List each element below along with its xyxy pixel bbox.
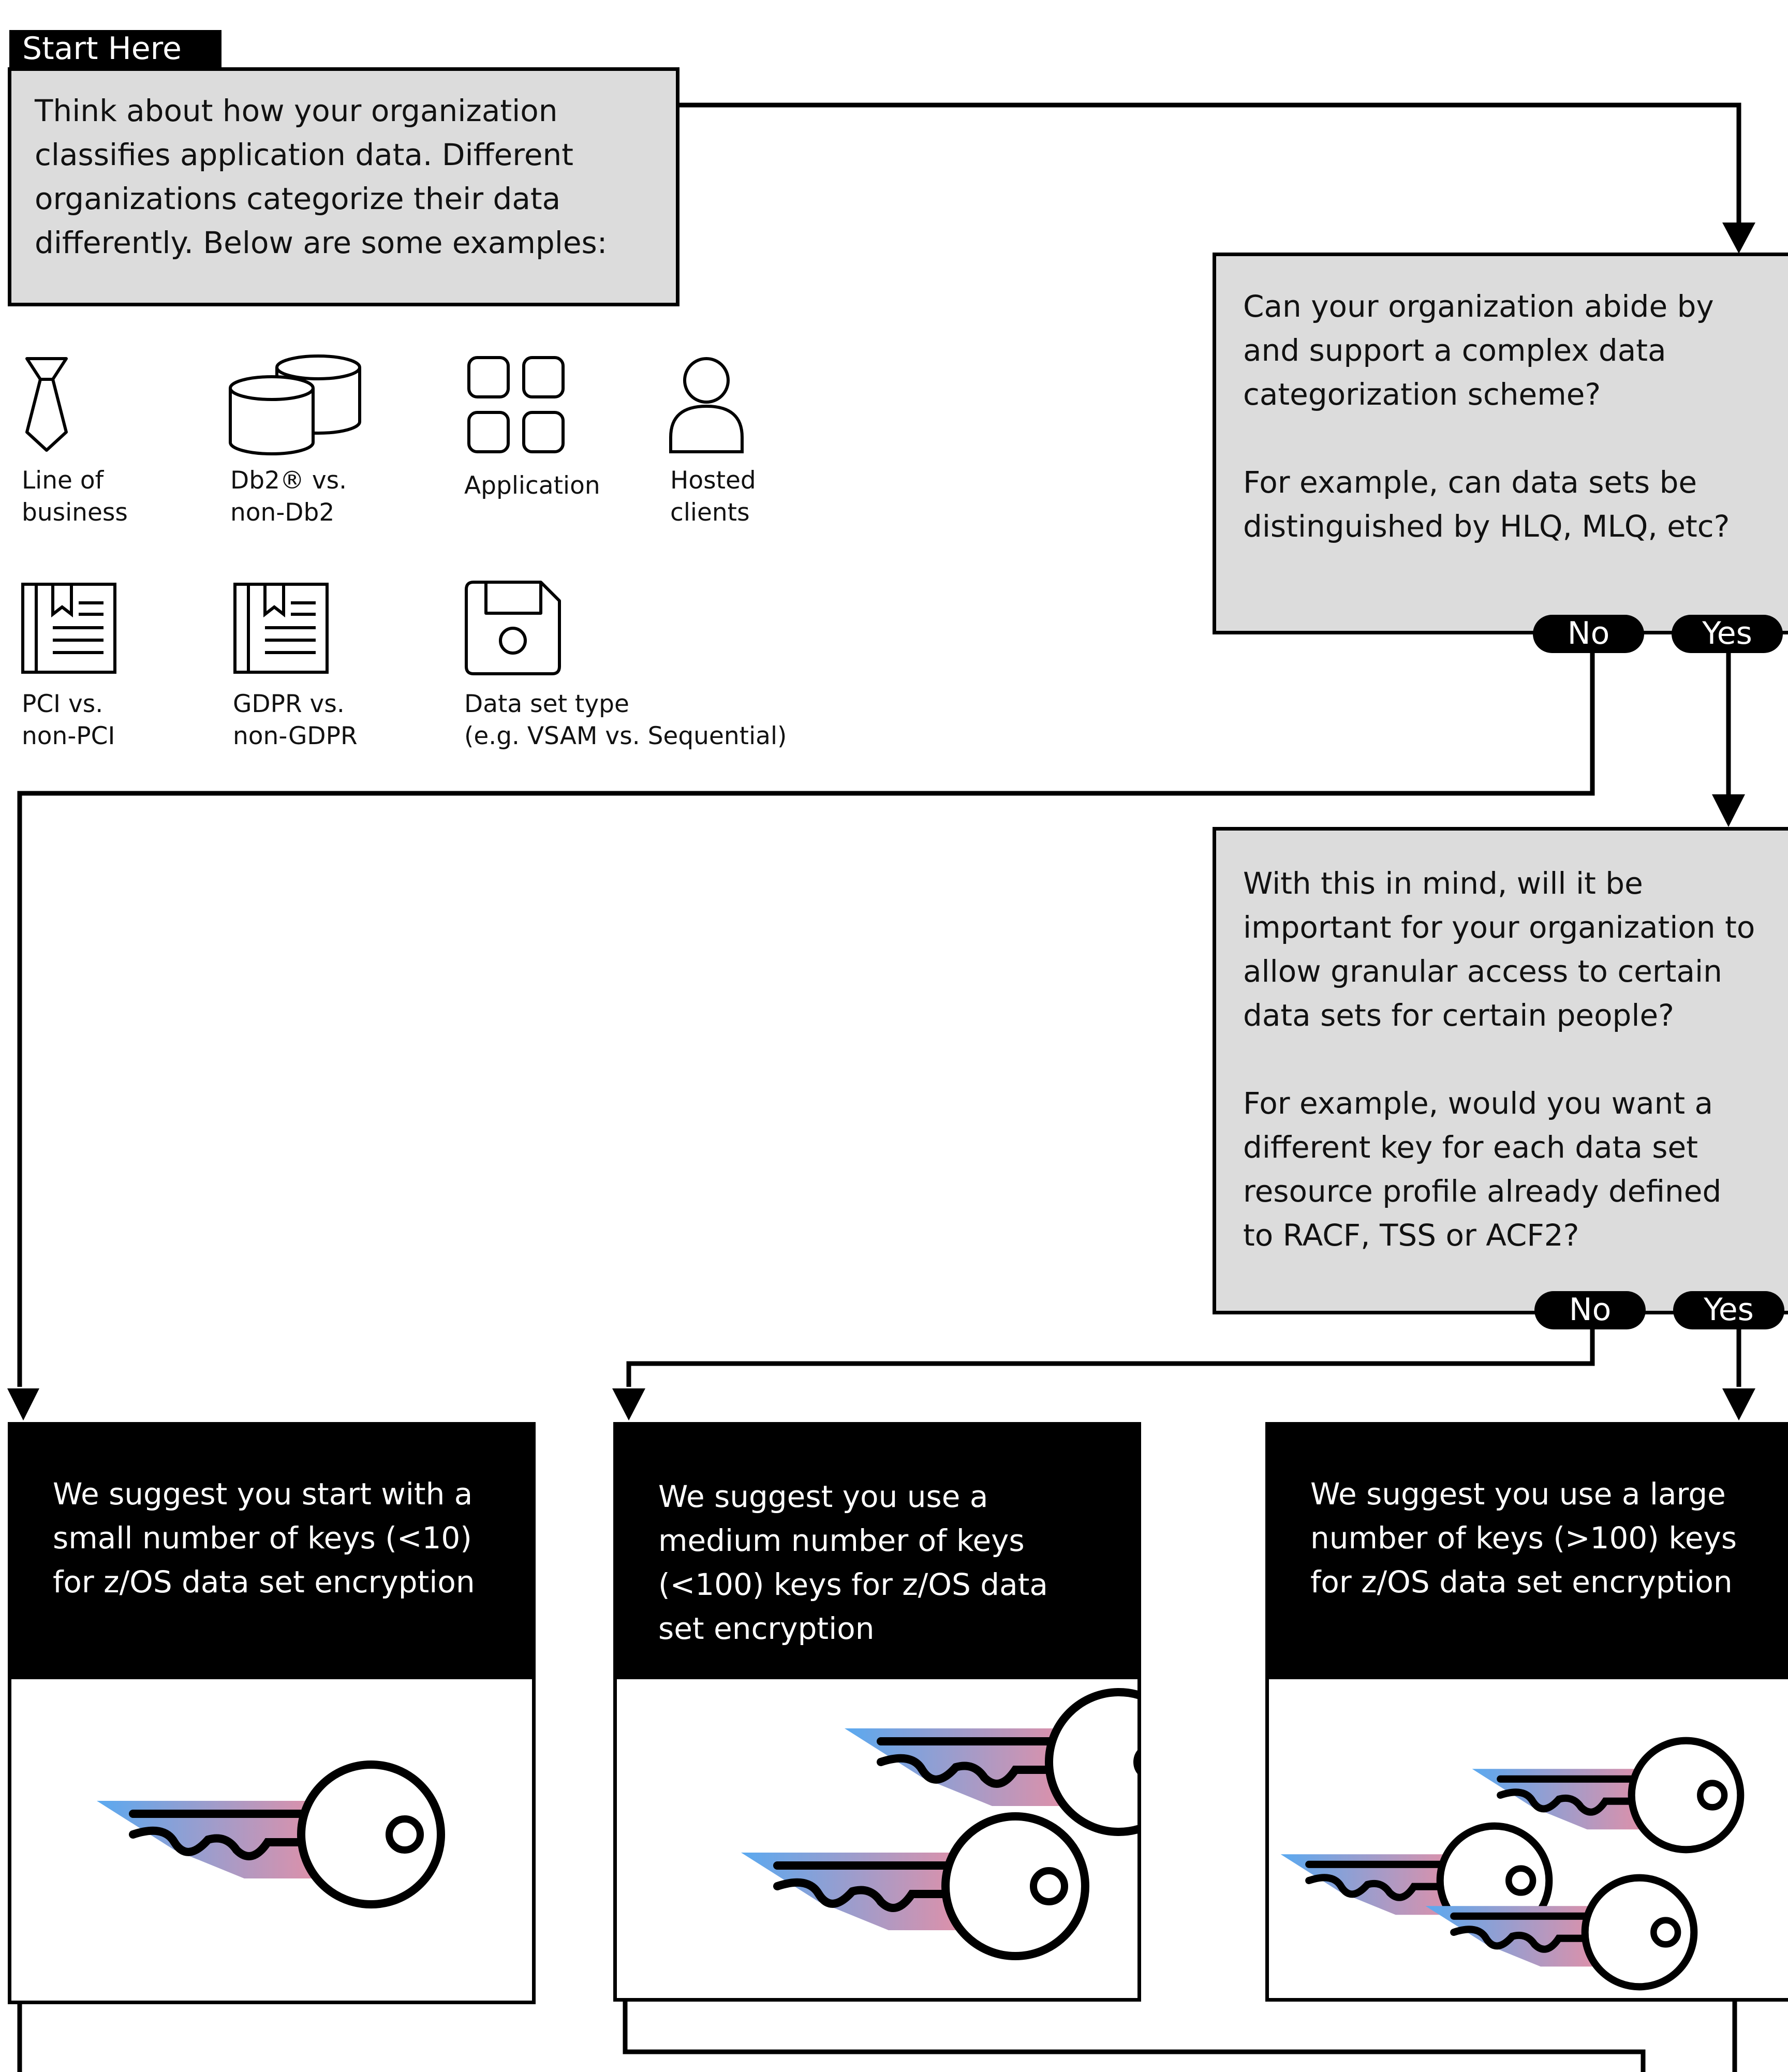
intro-text: Think about how your organization classi… (35, 93, 608, 260)
connector-q2-no (626, 1327, 1595, 1387)
database-icon (229, 354, 361, 455)
person-icon (669, 357, 744, 453)
key-icon (1472, 1737, 1745, 1854)
question-1-example: For example, can data sets be distinguis… (1243, 465, 1730, 544)
question-2-no-option[interactable]: No (1534, 1291, 1646, 1329)
example-label: Line of business (22, 466, 128, 527)
question-2-yes-option[interactable]: Yes (1673, 1291, 1784, 1329)
key-icon (741, 1812, 1089, 1960)
arrowhead-result-3 (1722, 1388, 1755, 1420)
example-label: Db2® vs. non-Db2 (230, 466, 347, 527)
start-here-tab: Start Here (9, 30, 221, 69)
result-1-text: We suggest you start with a small number… (11, 1426, 532, 1679)
example-gdpr (233, 582, 331, 677)
example-application (466, 354, 569, 457)
arrowhead-q2 (1712, 794, 1745, 827)
arrowhead-q1 (1722, 223, 1755, 254)
example-label: Application (464, 471, 600, 500)
example-label: Data set type (e.g. VSAM vs. Sequential) (464, 690, 787, 750)
question-2-text: With this in mind, will it be important … (1243, 866, 1755, 1033)
intro-box: Think about how your organization classi… (8, 67, 679, 306)
question-1-text: Can your organization abide by and suppo… (1243, 289, 1714, 412)
example-label: GDPR vs. non-GDPR (233, 690, 358, 750)
question-2-box: With this in mind, will it be important … (1213, 827, 1788, 1314)
example-label: PCI vs. non-PCI (22, 690, 115, 750)
result-1-keys (97, 1760, 445, 1908)
connector-result-2-out (623, 2000, 1646, 2072)
question-1-yes-option[interactable]: Yes (1672, 615, 1783, 653)
result-3-text: We suggest you use a large number of key… (1269, 1426, 1788, 1679)
app-grid-icon (467, 356, 565, 453)
result-small-keys: We suggest you start with a small number… (8, 1422, 536, 2004)
connector-intro-to-q1 (679, 102, 1741, 228)
example-line-of-business (21, 354, 72, 457)
key-icon (97, 1760, 445, 1908)
key-icon (1425, 1874, 1698, 1991)
example-label: Hosted clients (670, 466, 756, 527)
example-hosted-clients (668, 354, 745, 457)
floppy-disk-icon (465, 581, 561, 675)
result-3-keys (1280, 1737, 1745, 1991)
document-icon (21, 583, 116, 674)
result-2-text: We suggest you use a medium number of ke… (617, 1426, 1137, 1679)
arrowhead-result-1 (7, 1388, 39, 1420)
result-2-keys (741, 1688, 1137, 1960)
result-medium-keys: We suggest you use a medium number of ke… (613, 1422, 1141, 2002)
question-1-no-option[interactable]: No (1533, 615, 1644, 653)
example-db2 (228, 354, 367, 457)
example-pci (21, 582, 119, 677)
document-icon (233, 583, 329, 674)
question-2-example: For example, would you want a different … (1243, 1086, 1722, 1253)
question-1-box: Can your organization abide by and suppo… (1213, 253, 1788, 634)
connector-q1-no (17, 651, 1595, 1387)
key-icon (845, 1688, 1137, 1836)
necktie-icon (25, 357, 68, 452)
result-large-keys: We suggest you use a large number of key… (1265, 1422, 1788, 2002)
example-data-set-type (463, 580, 564, 680)
arrowhead-result-2 (612, 1388, 645, 1420)
